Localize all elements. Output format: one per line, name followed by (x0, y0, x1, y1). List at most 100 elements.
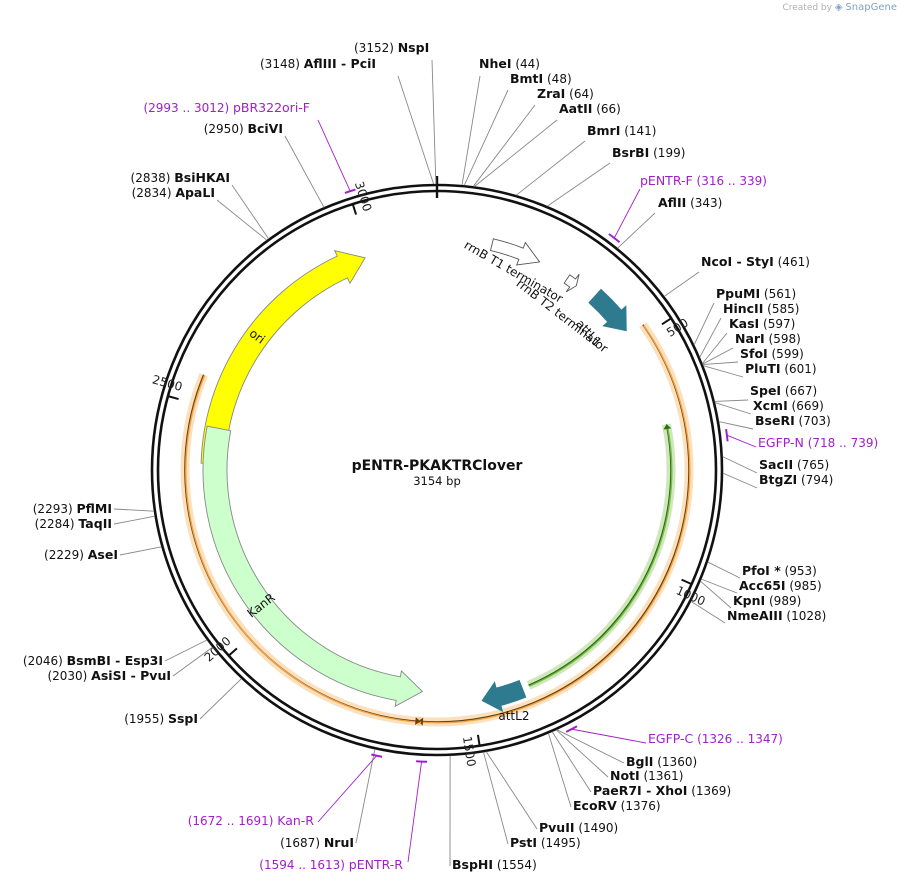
feature-kanr: KanR (202, 425, 424, 708)
enzyme-position: (585) (763, 302, 799, 316)
enzyme-name: NmeAIII (727, 608, 783, 623)
enzyme-name: BsmBI (67, 653, 111, 668)
enzyme-name: NarI (735, 331, 765, 346)
enzyme-name: Acc65I (739, 578, 786, 593)
leader-line (718, 421, 754, 430)
leader-line (702, 361, 739, 366)
primer-leader (726, 434, 757, 448)
primer-leader (571, 728, 647, 744)
enzyme-name: KasI (729, 316, 759, 331)
leader-line (690, 600, 726, 624)
enzyme-position: (601) (781, 362, 817, 376)
feature-attl2: attL2 (481, 679, 529, 723)
backbone (150, 176, 724, 757)
leader-line (703, 365, 744, 378)
leader-line (461, 75, 481, 186)
leader-line (231, 184, 269, 240)
enzyme-position: (765) (793, 458, 829, 472)
enzyme-position: (2030) (47, 669, 91, 683)
enzyme-name: KpnI (733, 593, 765, 608)
enzyme-name: BmrI (587, 123, 620, 138)
enzyme-position: (2950) (204, 122, 248, 136)
enzyme-name-2: PciI (351, 56, 377, 71)
feature-attl1: attL1 (573, 288, 627, 349)
enzyme-name: SacII (759, 457, 793, 472)
primer-arc (608, 233, 621, 243)
credit-brand: SnapGene (845, 2, 897, 13)
enzyme-position: (2838) (131, 171, 175, 185)
snapgene-logo-icon: ◈ (834, 2, 843, 13)
leader-line (113, 508, 155, 512)
enzyme-name: HincII (723, 301, 763, 316)
enzyme-site-sfoi: SfoI (599) (702, 346, 804, 366)
enzyme-position: (1028) (783, 609, 827, 623)
enzyme-position: (598) (765, 332, 801, 346)
enzyme-position: (1955) (124, 712, 168, 726)
leader-line (199, 678, 242, 720)
enzyme-site-pvuii: PvuII (1490) (485, 751, 618, 835)
enzyme-name-2: Esp3I (125, 653, 163, 668)
enzyme-label: (3148) AflIII - PciI (260, 56, 376, 71)
enzyme-site-aflii: AflII (343) (617, 195, 722, 249)
enzyme-label: BtgZI (794) (759, 472, 833, 487)
primer-name: Kan-R (277, 813, 314, 828)
leader-line (516, 140, 586, 196)
enzyme-position: (703) (795, 414, 831, 428)
enzyme-position: (794) (797, 473, 833, 487)
enzyme-label: PvuII (1490) (539, 820, 618, 835)
enzyme-label: (1687) NruI (280, 835, 354, 850)
enzyme-position: (66) (592, 102, 620, 116)
enzyme-site-asisi: (2030) AsiSI - PvuI (47, 646, 213, 683)
leader-line (701, 578, 738, 594)
leader-line (707, 561, 741, 579)
leader-line (551, 731, 592, 793)
enzyme-position: (597) (759, 317, 795, 331)
enzyme-site-paer7i: PaeR7I - XhoI (1369) (551, 731, 731, 798)
primer-kan-r: (1672 .. 1691) Kan-R (188, 753, 383, 828)
enzyme-label: BsrBI (199) (612, 145, 685, 160)
enzyme-label: KpnI (989) (733, 593, 801, 608)
enzyme-label: AatII (66) (559, 101, 621, 116)
primer-position: (1594 .. 1613) (259, 858, 349, 872)
enzyme-position: (2293) (33, 502, 77, 516)
enzyme-label: KasI (597) (729, 316, 795, 331)
enzyme-label: (2950) BciVI (204, 121, 283, 136)
enzyme-site-taqii: (2284) TaqII (35, 515, 155, 531)
enzyme-position: (985) (786, 579, 822, 593)
primer-leader (407, 761, 423, 863)
enzyme-position: (199) (649, 146, 685, 160)
primer-name: pENTR-F (640, 173, 693, 188)
enzyme-name: SspI (168, 711, 198, 726)
leader-line (702, 347, 734, 365)
leader-line (699, 317, 722, 358)
enzyme-site-nspi: (3152) NspI (354, 40, 437, 185)
leader-line (113, 515, 155, 525)
enzyme-name: SpeI (750, 383, 781, 398)
enzyme-label: (2284) TaqII (35, 516, 112, 531)
enzyme-position: (1360) (653, 755, 697, 769)
enzyme-site-spei: SpeI (667) (714, 383, 817, 402)
enzyme-label: (3152) NspI (354, 40, 429, 55)
leader-line (617, 212, 656, 249)
enzyme-site-sacii: SacII (765) (722, 456, 829, 474)
enzyme-label: (1955) SspI (124, 711, 198, 726)
enzyme-name: PpuMI (716, 286, 760, 301)
enzyme-site-bsmbi: (2046) BsmBI - Esp3I (23, 639, 208, 668)
primer-pbr322ori-f: (2993 .. 3012) pBR322ori-F (143, 100, 356, 194)
enzyme-site-bmri: BmrI (141) (516, 123, 656, 196)
leader-line (431, 59, 437, 185)
enzyme-site-pluti: PluTI (601) (703, 361, 817, 378)
enzyme-site-pflmi: (2293) PflMI (33, 501, 155, 516)
enzyme-label: (2834) ApaLI (132, 185, 215, 200)
plasmid-length: 3154 bp (413, 474, 461, 488)
enzyme-label: (2030) AsiSI - PvuI (47, 668, 171, 683)
enzyme-site-kpni: KpnI (989) (700, 580, 801, 609)
enzyme-site-btgzi: BtgZI (794) (722, 472, 833, 489)
primer-label: EGFP-C (1326 .. 1347) (648, 731, 783, 746)
enzyme-label: NotI (1361) (610, 768, 683, 783)
leader-line (693, 302, 715, 345)
enzyme-site-sspi: (1955) SspI (124, 678, 242, 726)
tick-mark (476, 734, 481, 746)
enzyme-name: NotI (610, 768, 640, 783)
